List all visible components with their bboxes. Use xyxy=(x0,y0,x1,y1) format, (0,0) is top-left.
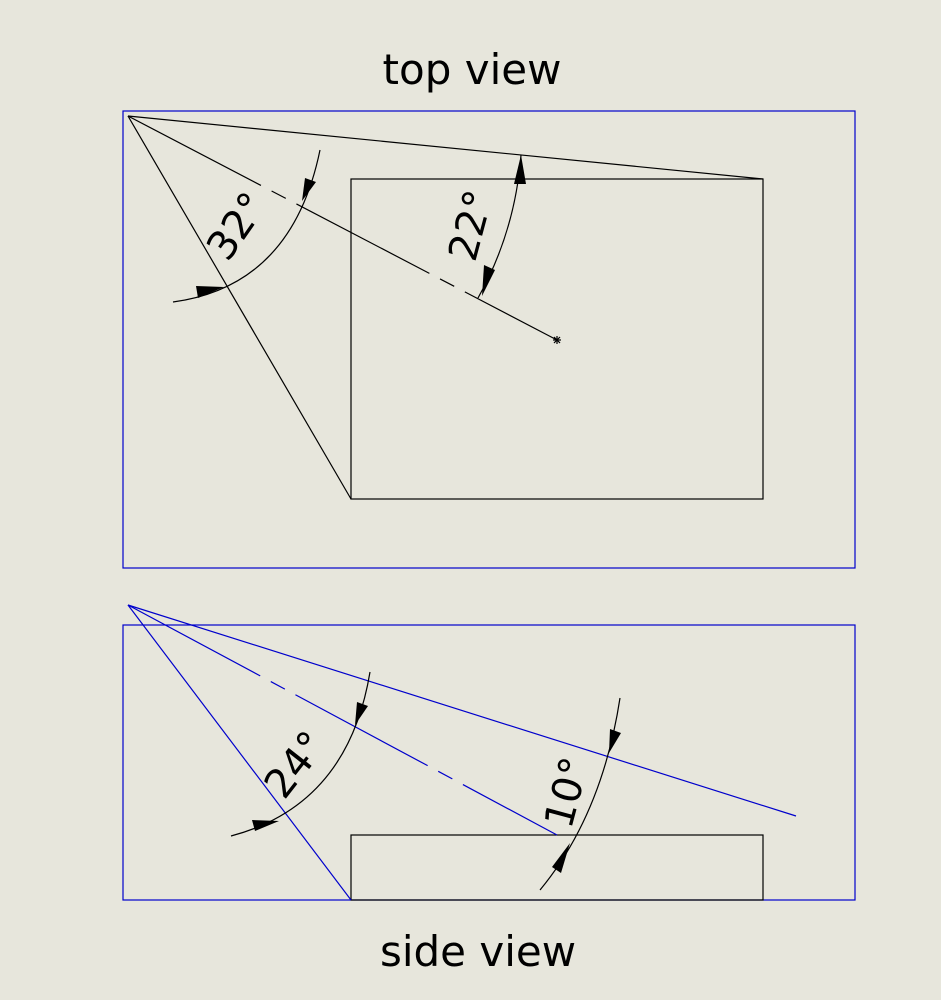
top-view-angle-dimension-left: 32° xyxy=(172,149,321,303)
dimension-arrowhead xyxy=(252,820,279,831)
dimension-arrowhead xyxy=(609,729,621,753)
top-view-angle-dimension-right: 22° xyxy=(440,154,526,299)
dimension-arc xyxy=(539,697,621,891)
top-view-object xyxy=(350,178,764,500)
dimension-arrowhead xyxy=(196,286,224,298)
top-view-center-marker xyxy=(553,336,561,344)
side-view-frame xyxy=(122,624,856,901)
side-view-angle-label-right: 10° xyxy=(536,752,599,832)
dimension-arrowhead xyxy=(552,843,570,873)
top-view-title: top view xyxy=(383,45,562,94)
side-view-ray-upper xyxy=(127,604,797,817)
side-view-title: side view xyxy=(380,927,576,976)
top-view-angle-label-right: 22° xyxy=(440,185,503,265)
dimension-arrowhead xyxy=(482,265,495,296)
top-view-ray-upper xyxy=(127,115,764,180)
side-view-ray-lower xyxy=(127,604,352,901)
top-view-frame xyxy=(122,110,856,569)
top-view: top view 32° 22° xyxy=(122,45,856,569)
top-view-center-axis xyxy=(127,115,558,341)
side-view-angle-dimension-right: 10° xyxy=(536,697,621,891)
top-view-ray-lower xyxy=(127,115,352,500)
dimension-arrowhead xyxy=(302,178,316,201)
dimension-arrowhead xyxy=(514,155,526,184)
dimension-arrowhead xyxy=(355,702,368,725)
side-view: 24° 10° side view xyxy=(122,604,856,976)
side-view-angle-dimension-left: 24° xyxy=(230,671,371,837)
side-view-center-axis xyxy=(127,604,558,836)
side-view-angle-label-left: 24° xyxy=(256,723,336,807)
